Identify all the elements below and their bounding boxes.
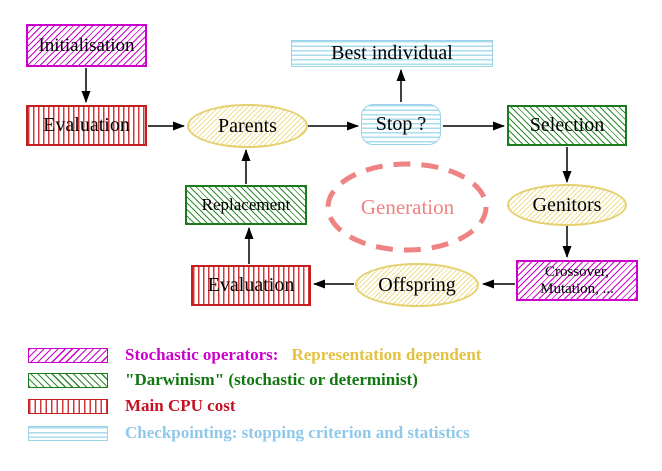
legend-swatch-green-hatch bbox=[28, 372, 108, 388]
node-crossover-mutation: Crossover, Mutation, ... bbox=[516, 260, 638, 301]
node-offspring-label: Offspring bbox=[378, 273, 456, 296]
legend-text-darwinism: "Darwinism" (stochastic or determinist) bbox=[125, 370, 418, 389]
legend-text-cpu-cost: Main CPU cost bbox=[125, 396, 236, 415]
legend-row-darwinism: "Darwinism" (stochastic or determinist) bbox=[28, 369, 418, 391]
node-offspring: Offspring bbox=[355, 263, 479, 307]
node-genitors-label: Genitors bbox=[532, 193, 602, 216]
legend-row-stochastic: Stochastic operators: Representation dep… bbox=[28, 344, 481, 366]
node-generation-label: Generation bbox=[328, 164, 487, 250]
legend-text-representation: Representation dependent bbox=[291, 345, 482, 364]
node-parents: Parents bbox=[187, 104, 308, 148]
node-evaluation-bottom: Evaluation bbox=[191, 265, 311, 306]
node-selection-label: Selection bbox=[529, 114, 605, 136]
node-replacement: Replacement bbox=[185, 185, 307, 225]
generation-text: Generation bbox=[360, 194, 455, 219]
legend-row-checkpointing: Checkpointing: stopping criterion and st… bbox=[28, 422, 470, 444]
legend-swatch-red-lines bbox=[28, 398, 108, 414]
node-stop-label: Stop ? bbox=[375, 113, 427, 135]
node-crossover-line1: Crossover, bbox=[545, 263, 609, 280]
legend-swatch-magenta-hatch bbox=[28, 347, 108, 363]
node-best-individual: Best individual bbox=[291, 40, 493, 67]
node-evaluation-top: Evaluation bbox=[26, 105, 147, 146]
node-replacement-label: Replacement bbox=[201, 195, 291, 214]
legend-text-stochastic: Stochastic operators: bbox=[125, 345, 279, 364]
node-initialisation: Initialisation bbox=[26, 24, 147, 67]
legend-text-checkpointing: Checkpointing: stopping criterion and st… bbox=[125, 423, 470, 442]
legend-swatch-cyan-lines bbox=[28, 425, 108, 441]
generation-ellipse bbox=[325, 161, 489, 253]
node-genitors: Genitors bbox=[507, 184, 627, 226]
node-crossover-line2: Mutation, ... bbox=[540, 280, 614, 297]
node-initialisation-label: Initialisation bbox=[38, 34, 135, 56]
node-parents-label: Parents bbox=[218, 114, 277, 137]
node-best-individual-label: Best individual bbox=[331, 42, 453, 64]
node-evaluation-top-label: Evaluation bbox=[43, 114, 130, 136]
node-evaluation-bottom-label: Evaluation bbox=[207, 274, 295, 296]
node-selection: Selection bbox=[507, 105, 627, 146]
node-stop: Stop ? bbox=[361, 104, 441, 145]
legend-row-cpu-cost: Main CPU cost bbox=[28, 395, 235, 417]
